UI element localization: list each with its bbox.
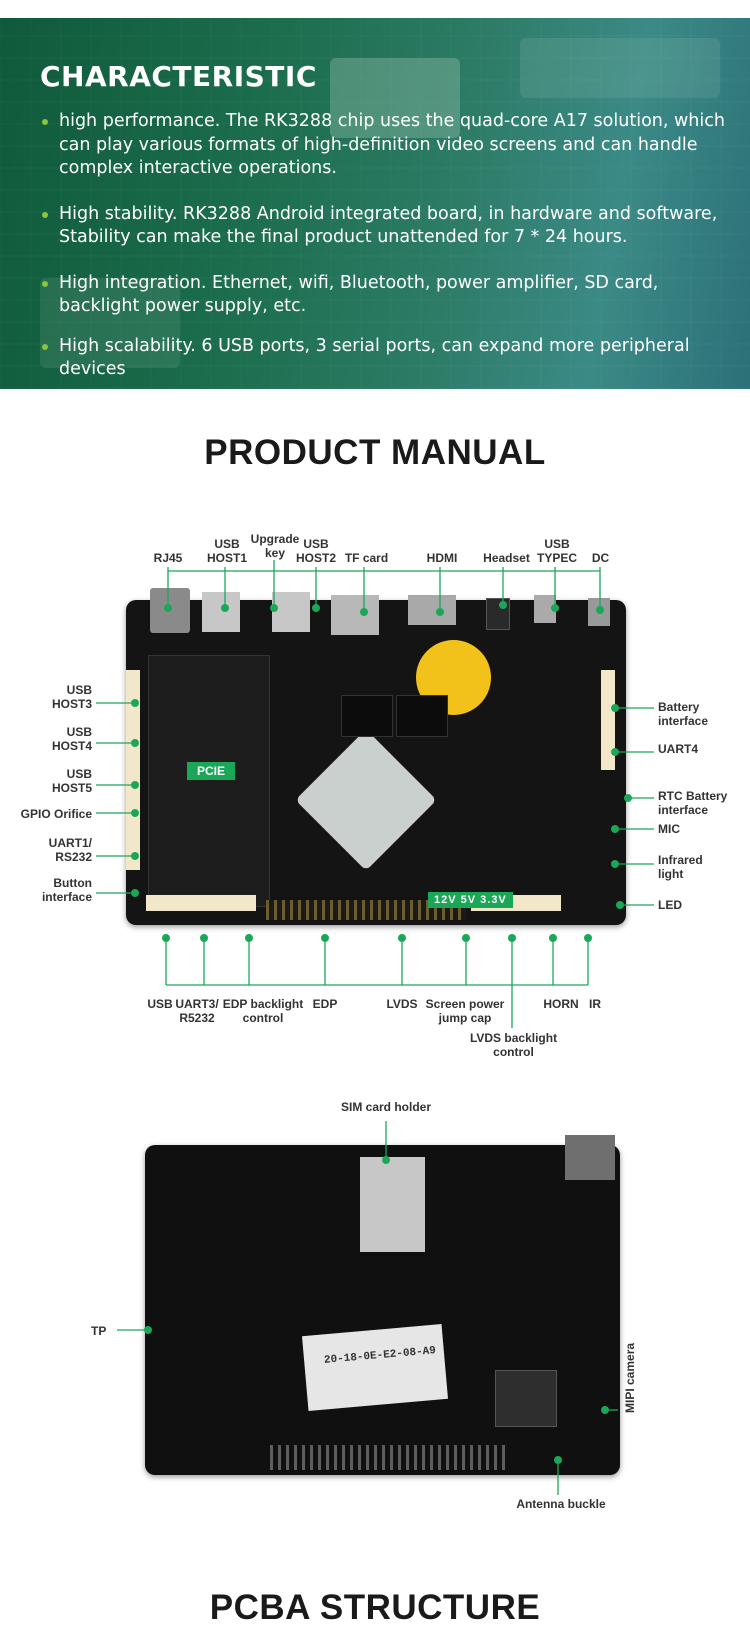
- label-mic: MIC: [658, 822, 680, 836]
- label-usb-host1: USB HOST1: [207, 537, 248, 565]
- hdmi-port: [408, 595, 456, 625]
- label-usb-host4: USB HOST4: [51, 725, 92, 753]
- list-item: High integration. Ethernet, wifi, Blueto…: [40, 272, 730, 319]
- bullet-dot: [42, 280, 48, 287]
- label-ir: IR: [589, 997, 601, 1011]
- product-manual-title: PRODUCT MANUAL: [204, 433, 546, 472]
- pcb-chip-decoration: [40, 278, 180, 368]
- label-gpio: GPIO Orifice: [20, 807, 92, 821]
- label-tp: TP: [91, 1324, 107, 1338]
- usb-typec-port: [534, 595, 556, 623]
- characteristic-banner: CHARACTERISTIC high performance. The RK3…: [0, 18, 750, 389]
- pcba-structure-title: PCBA STRUCTURE: [209, 1588, 541, 1627]
- characteristic-list: high performance. The RK3288 chip uses t…: [40, 110, 730, 382]
- label-edp-backlight: EDP backlight control: [222, 997, 304, 1025]
- label-usb-host5: USB HOST5: [51, 767, 92, 795]
- label-uart3: UART3/ R5232: [175, 997, 219, 1025]
- label-tf-card: TF card: [344, 551, 389, 565]
- pcb-chip-decoration: [520, 38, 720, 98]
- label-upgrade-key: Upgrade key: [250, 532, 300, 560]
- label-usb: USB: [147, 997, 173, 1011]
- label-sim-card: SIM card holder: [340, 1100, 432, 1114]
- label-lvds: LVDS: [386, 997, 418, 1011]
- label-rtc-battery: RTC Battery interface: [658, 789, 728, 817]
- pin-header: [270, 1445, 510, 1470]
- label-edp: EDP: [312, 997, 338, 1011]
- memory-chip: [341, 695, 393, 737]
- label-usb-typec: USB TYPEC: [536, 537, 577, 565]
- label-button-interface: Button interface: [41, 876, 92, 904]
- list-item: high performance. The RK3288 chip uses t…: [40, 110, 730, 181]
- list-item: High stability. RK3288 Android integrate…: [40, 203, 730, 250]
- pcie-module: [148, 655, 270, 907]
- bullet-dot: [42, 211, 48, 218]
- sim-card-holder: [360, 1157, 425, 1252]
- tf-card-slot: [331, 595, 379, 635]
- label-battery-interface: Battery interface: [658, 700, 709, 728]
- label-hdmi: HDMI: [426, 551, 458, 565]
- label-dc: DC: [591, 551, 610, 565]
- top-white-band: [0, 0, 750, 18]
- label-uart1: UART1/ RS232: [48, 836, 92, 864]
- memory-chip: [396, 695, 448, 737]
- voltage-tag: 12V 5V 3.3V: [428, 892, 513, 908]
- board-back-image: [145, 1135, 620, 1475]
- label-headset: Headset: [483, 551, 530, 565]
- bullet-dot: [42, 119, 48, 125]
- usb-port: [202, 592, 240, 632]
- label-led: LED: [658, 898, 682, 912]
- pcie-tag: PCIE: [187, 762, 236, 780]
- usb-port: [272, 592, 310, 632]
- label-lvds-backlight: LVDS backlight control: [469, 1031, 558, 1059]
- label-usb-host2: USB HOST2: [296, 537, 337, 565]
- pcb-background-texture: [0, 18, 750, 389]
- label-screen-power: Screen power jump cap: [425, 997, 505, 1025]
- white-connectors: [126, 670, 140, 870]
- wifi-module: [495, 1370, 557, 1427]
- label-uart4: UART4: [658, 742, 699, 756]
- rj45-back: [565, 1135, 615, 1180]
- characteristic-title: CHARACTERISTIC: [40, 60, 317, 93]
- label-usb-host3: USB HOST3: [51, 683, 92, 711]
- label-rj45: RJ45: [153, 551, 183, 565]
- list-item: High scalability. 6 USB ports, 3 serial …: [40, 335, 730, 382]
- bullet-dot: [42, 343, 48, 350]
- label-horn: HORN: [543, 997, 579, 1011]
- label-antenna: Antenna buckle: [516, 1497, 606, 1511]
- pin-header: [266, 900, 466, 920]
- white-connectors: [601, 670, 615, 770]
- white-connectors: [146, 895, 256, 911]
- label-infrared: Infrared light: [658, 853, 703, 881]
- pcb-chip-decoration: [330, 58, 460, 138]
